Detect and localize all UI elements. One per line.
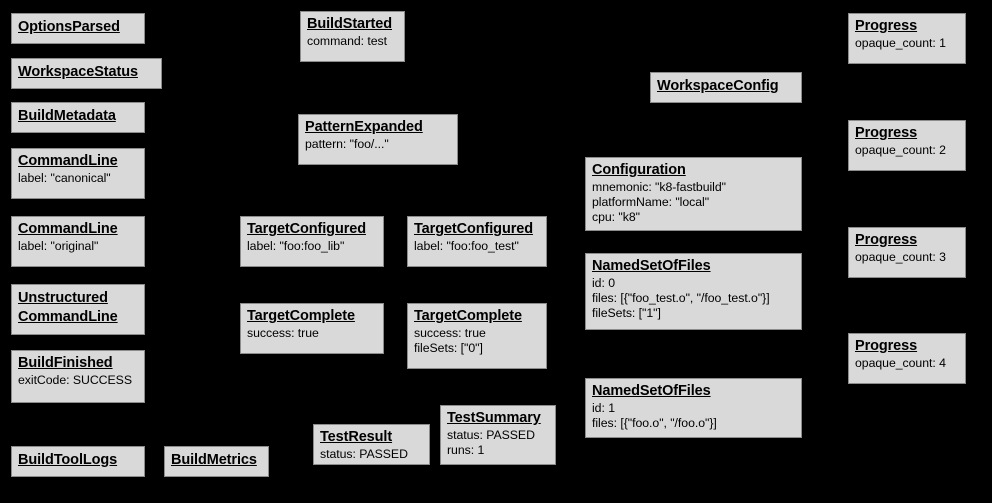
node-fields: label: "foo:foo_test" <box>414 239 540 254</box>
node-title: TargetConfigured <box>414 221 533 237</box>
node-field: success: true <box>414 326 486 340</box>
node-pattern-expanded[interactable]: PatternExpanded pattern: "foo/..." <box>298 114 458 165</box>
node-field: opaque_count: 3 <box>855 250 946 264</box>
node-title: NamedSetOfFiles <box>592 383 711 399</box>
node-build-metadata[interactable]: BuildMetadata <box>11 102 145 133</box>
node-progress-1[interactable]: Progress opaque_count: 1 <box>848 13 966 64</box>
node-build-finished[interactable]: BuildFinished exitCode: SUCCESS <box>11 350 145 403</box>
node-progress-2[interactable]: Progress opaque_count: 2 <box>848 120 966 171</box>
node-fields: status: PASSED <box>320 447 423 462</box>
node-field: status: PASSED <box>320 447 408 461</box>
node-field: platformName: "local" <box>592 195 710 209</box>
node-field: label: "foo:foo_test" <box>414 239 519 253</box>
node-field: status: PASSED <box>447 428 535 442</box>
node-title: TestSummary <box>447 410 541 426</box>
node-title: BuildStarted <box>307 16 393 32</box>
node-field: label: "canonical" <box>18 171 111 185</box>
node-field: pattern: "foo/..." <box>305 137 389 151</box>
node-configuration[interactable]: Configuration mnemonic: "k8-fastbuild"pla… <box>585 157 802 231</box>
node-title: Progress <box>855 338 918 354</box>
node-title: PatternExpanded <box>305 119 423 135</box>
node-field: opaque_count: 4 <box>855 356 946 370</box>
node-title: Unstructured CommandLine <box>18 290 118 325</box>
node-target-configured-test[interactable]: TargetConfigured label: "foo:foo_test" <box>407 216 547 267</box>
node-progress-3[interactable]: Progress opaque_count: 3 <box>848 227 966 278</box>
node-field: files: [{"foo.o", "/foo.o"}] <box>592 416 717 430</box>
node-title: WorkspaceStatus <box>18 64 138 80</box>
node-title: WorkspaceConfig <box>657 78 779 94</box>
node-title: TargetComplete <box>414 308 522 324</box>
node-field: exitCode: SUCCESS <box>18 373 132 387</box>
node-title: OptionsParsed <box>18 19 120 35</box>
node-target-complete-lib[interactable]: TargetComplete success: true <box>240 303 384 354</box>
node-fields: opaque_count: 1 <box>855 36 959 51</box>
node-fields: label: "canonical" <box>18 171 138 186</box>
node-field: label: "original" <box>18 239 99 253</box>
node-title: CommandLine <box>18 221 118 237</box>
node-field: fileSets: ["0"] <box>414 341 483 355</box>
node-build-tool-logs[interactable]: BuildToolLogs <box>11 446 145 477</box>
node-target-configured-lib[interactable]: TargetConfigured label: "foo:foo_lib" <box>240 216 384 267</box>
node-title: BuildToolLogs <box>18 452 118 468</box>
node-field: opaque_count: 1 <box>855 36 946 50</box>
node-fields: label: "original" <box>18 239 138 254</box>
node-fields: opaque_count: 2 <box>855 143 959 158</box>
node-title: BuildMetrics <box>171 452 257 468</box>
node-field: runs: 1 <box>447 443 485 457</box>
node-progress-4[interactable]: Progress opaque_count: 4 <box>848 333 966 384</box>
node-test-result[interactable]: TestResult status: PASSED <box>313 424 430 465</box>
node-title: Progress <box>855 232 918 248</box>
node-field: command: test <box>307 34 387 48</box>
node-field: label: "foo:foo_lib" <box>247 239 345 253</box>
node-title: TargetConfigured <box>247 221 366 237</box>
node-build-started[interactable]: BuildStarted command: test <box>300 11 405 62</box>
node-command-line-canonical[interactable]: CommandLine label: "canonical" <box>11 148 145 199</box>
node-field: opaque_count: 2 <box>855 143 946 157</box>
node-fields: pattern: "foo/..." <box>305 137 451 152</box>
node-options-parsed[interactable]: OptionsParsed <box>11 13 145 44</box>
node-fields: label: "foo:foo_lib" <box>247 239 377 254</box>
node-fields: exitCode: SUCCESS <box>18 373 138 388</box>
node-title: TestResult <box>320 429 393 445</box>
node-unstructured-command-line[interactable]: Unstructured CommandLine <box>11 284 145 335</box>
node-fields: mnemonic: "k8-fastbuild"platformName: "l… <box>592 180 795 225</box>
node-build-metrics[interactable]: BuildMetrics <box>164 446 269 477</box>
node-fields: command: test <box>307 34 398 49</box>
node-fields: opaque_count: 3 <box>855 250 959 265</box>
node-title: Progress <box>855 18 918 34</box>
node-title: Progress <box>855 125 918 141</box>
node-field: files: [{"foo_test.o", "/foo_test.o"}] <box>592 291 770 305</box>
node-title: BuildFinished <box>18 355 113 371</box>
node-fields: opaque_count: 4 <box>855 356 959 371</box>
node-fields: success: true <box>247 326 377 341</box>
node-workspace-status[interactable]: WorkspaceStatus <box>11 58 162 89</box>
node-title: BuildMetadata <box>18 108 116 124</box>
node-command-line-original[interactable]: CommandLine label: "original" <box>11 216 145 267</box>
node-field: id: 0 <box>592 276 615 290</box>
node-title: TargetComplete <box>247 308 355 324</box>
node-title: Configuration <box>592 162 686 178</box>
node-title: CommandLine <box>18 153 118 169</box>
node-field: cpu: "k8" <box>592 210 640 224</box>
node-field: fileSets: ["1"] <box>592 306 661 320</box>
node-field: id: 1 <box>592 401 615 415</box>
node-title: NamedSetOfFiles <box>592 258 711 274</box>
node-field: mnemonic: "k8-fastbuild" <box>592 180 726 194</box>
node-workspace-config[interactable]: WorkspaceConfig <box>650 72 802 103</box>
node-field: success: true <box>247 326 319 340</box>
